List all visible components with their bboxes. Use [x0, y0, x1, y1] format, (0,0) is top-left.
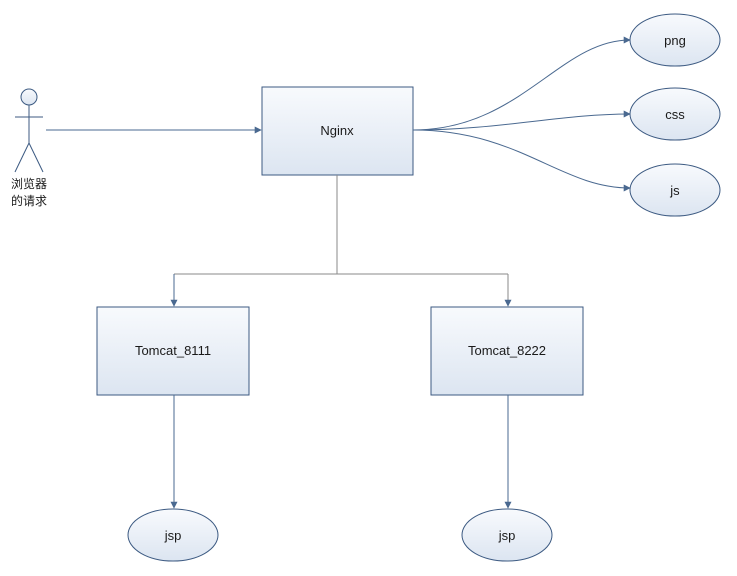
nginx-box — [261, 86, 414, 176]
arrow-to-css — [412, 110, 631, 131]
jsp-node-2: jsp — [461, 508, 553, 562]
actor-label-line1: 浏览器 — [11, 176, 47, 191]
js-ellipse — [629, 163, 721, 217]
tomcat-8111-node: Tomcat_8111 — [96, 306, 250, 396]
nginx-label: Nginx — [320, 123, 354, 138]
actor-head — [20, 88, 38, 106]
actor-label-line2: 的请求 — [11, 193, 47, 208]
js-label: js — [669, 183, 680, 198]
browser-actor: 浏览器 的请求 — [11, 88, 47, 208]
tomcat-8222-node: Tomcat_8222 — [430, 306, 584, 396]
arrow-to-js — [412, 129, 631, 192]
tomcat-8111-label: Tomcat_8111 — [135, 343, 211, 358]
tomcat-8222-box — [430, 306, 584, 396]
jsp-label-2: jsp — [498, 528, 516, 543]
png-label: png — [664, 33, 686, 48]
jsp-ellipse-2 — [461, 508, 553, 562]
css-label: css — [665, 107, 685, 122]
actor-left-leg — [14, 142, 30, 173]
static-resource-png: png — [629, 13, 721, 67]
actor-right-leg — [28, 142, 44, 173]
arrow-to-png — [412, 36, 631, 131]
static-resource-css: css — [629, 87, 721, 141]
tomcat-8111-box — [96, 306, 250, 396]
jsp-node-1: jsp — [127, 508, 219, 562]
static-resource-js: js — [629, 163, 721, 217]
tomcat-8222-label: Tomcat_8222 — [468, 343, 546, 358]
jsp-label-1: jsp — [164, 528, 182, 543]
png-ellipse — [629, 13, 721, 67]
jsp-ellipse-1 — [127, 508, 219, 562]
css-ellipse — [629, 87, 721, 141]
nginx-node: Nginx — [261, 86, 414, 176]
